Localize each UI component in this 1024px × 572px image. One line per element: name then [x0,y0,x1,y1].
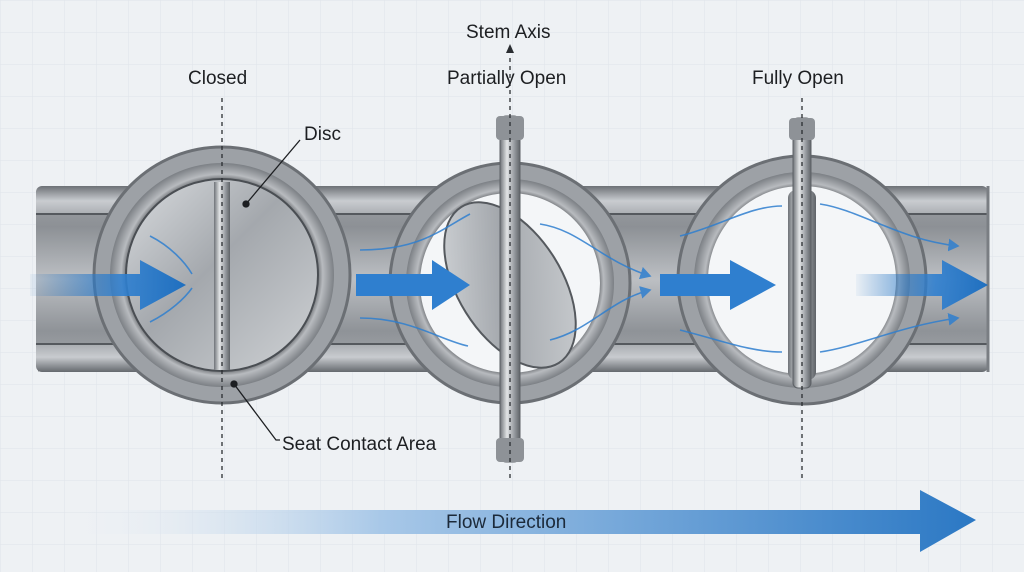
streamlines [149,203,960,353]
axis-lines [221,58,803,482]
disc-label: Disc [304,124,341,145]
flow-direction-arrow [60,490,976,552]
partially-open-label: Partially Open [447,68,567,89]
stem-axis-arrowhead [506,44,514,53]
closed-label: Closed [188,68,248,89]
flow-arrows [30,260,988,310]
callout-lines [230,139,301,441]
stem-axis-label: Stem Axis [466,22,551,43]
stem-partially-open [496,115,524,463]
flow-direction-label: Flow Direction [446,512,567,533]
seat-contact-area-label: Seat Contact Area [282,434,437,455]
fully-open-label: Fully Open [752,68,844,89]
